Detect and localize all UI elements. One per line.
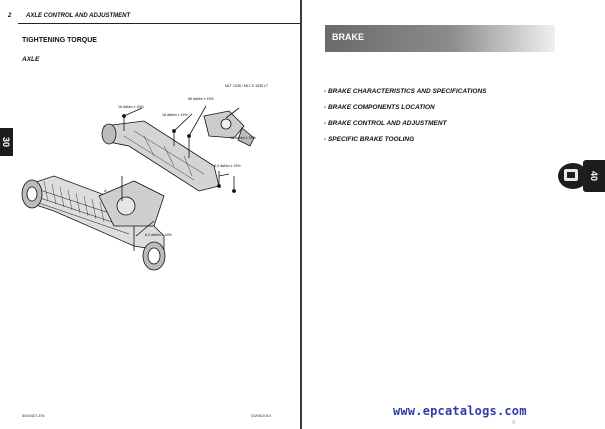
- brake-wheel-icon: [558, 163, 588, 189]
- torque-callout: 18 daNm ± 15%: [162, 113, 188, 117]
- footer-mark: A: [512, 420, 516, 426]
- left-page-header: 2 AXLE CONTROL AND ADJUSTMENT: [8, 11, 300, 23]
- chapter-header-title: BRAKE: [332, 32, 365, 42]
- torque-callout: 6,3 daNm ± 15%: [145, 233, 172, 237]
- section-title: TIGHTENING TORQUE: [22, 37, 97, 44]
- toc-item[interactable]: - BRAKE CHARACTERISTICS AND SPECIFICATIO…: [324, 88, 487, 95]
- torque-callout: 18 daNm ± 15%: [230, 136, 256, 140]
- document-date: 03/06/2010: [251, 413, 272, 418]
- diagram-label-a: A: [104, 188, 107, 193]
- chapter-tab-label: 30: [1, 136, 12, 148]
- chapter-header-band: BRAKE: [325, 25, 555, 52]
- chapter-tab-40[interactable]: 40: [583, 160, 605, 192]
- page-number: 2: [8, 13, 12, 19]
- toc-item[interactable]: - BRAKE COMPONENTS LOCATION: [324, 104, 435, 111]
- toc-item[interactable]: - SPECIFIC BRAKE TOOLING: [324, 136, 415, 143]
- chapter-tab-30[interactable]: 30: [0, 128, 13, 156]
- book-spine: [300, 0, 303, 429]
- chapter-contents-list: - BRAKE CHARACTERISTICS AND SPECIFICATIO…: [324, 87, 487, 151]
- torque-callout: 56 daNm ± 15%: [188, 97, 214, 101]
- header-rule: [18, 23, 301, 24]
- chapter-tab-label: 40: [588, 170, 599, 182]
- watermark: www.epcatalogs.com: [393, 404, 527, 418]
- right-page: [302, 0, 605, 429]
- axle-exploded-diagram: [21, 105, 255, 271]
- chapter-title: AXLE CONTROL AND ADJUSTMENT: [26, 13, 131, 19]
- document-code: 5543407-EN: [22, 413, 45, 418]
- subsection-title: AXLE: [22, 56, 40, 63]
- toc-item[interactable]: - BRAKE CONTROL AND ADJUSTMENT: [324, 120, 447, 127]
- torque-callout: 16 daNm ± 15%: [118, 105, 144, 109]
- model-note: MLT 1035 / MLT-X 1035 LT: [225, 84, 269, 88]
- left-page: 2 AXLE CONTROL AND ADJUSTMENT TIGHTENING…: [0, 0, 301, 429]
- torque-callout: 6,3 daNm ± 15%: [214, 164, 241, 168]
